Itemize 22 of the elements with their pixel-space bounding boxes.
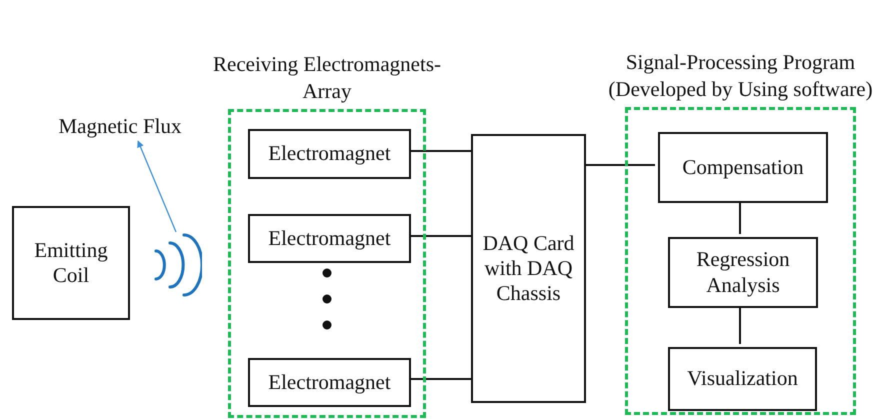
box-label: Electromagnet [267, 226, 392, 252]
box-label: Compensation [681, 154, 805, 180]
box-label: Electromagnet [267, 141, 392, 167]
box-label: Electromagnet [267, 370, 392, 396]
group-heading: Signal-Processing Program [624, 48, 856, 76]
process-box [668, 237, 818, 308]
box-label: Emitting Coil [33, 238, 109, 288]
arrow [137, 140, 177, 232]
box-label: Regression Analysis [695, 247, 791, 298]
process-box [248, 358, 411, 407]
process-box [248, 214, 411, 263]
group-heading: (Developed by Using software) [607, 76, 873, 104]
process-box [668, 347, 817, 411]
box-label: Visualization [686, 366, 799, 392]
process-box [248, 129, 411, 179]
process-box [658, 132, 828, 203]
connector-line [586, 164, 655, 166]
group-heading: Receiving Electromagnets-Array [212, 50, 442, 106]
process-box [12, 206, 130, 320]
process-box [471, 134, 586, 403]
annotation-text: Magnetic Flux [45, 112, 195, 140]
box-label: DAQ Card with DAQ Chassis [482, 230, 576, 306]
